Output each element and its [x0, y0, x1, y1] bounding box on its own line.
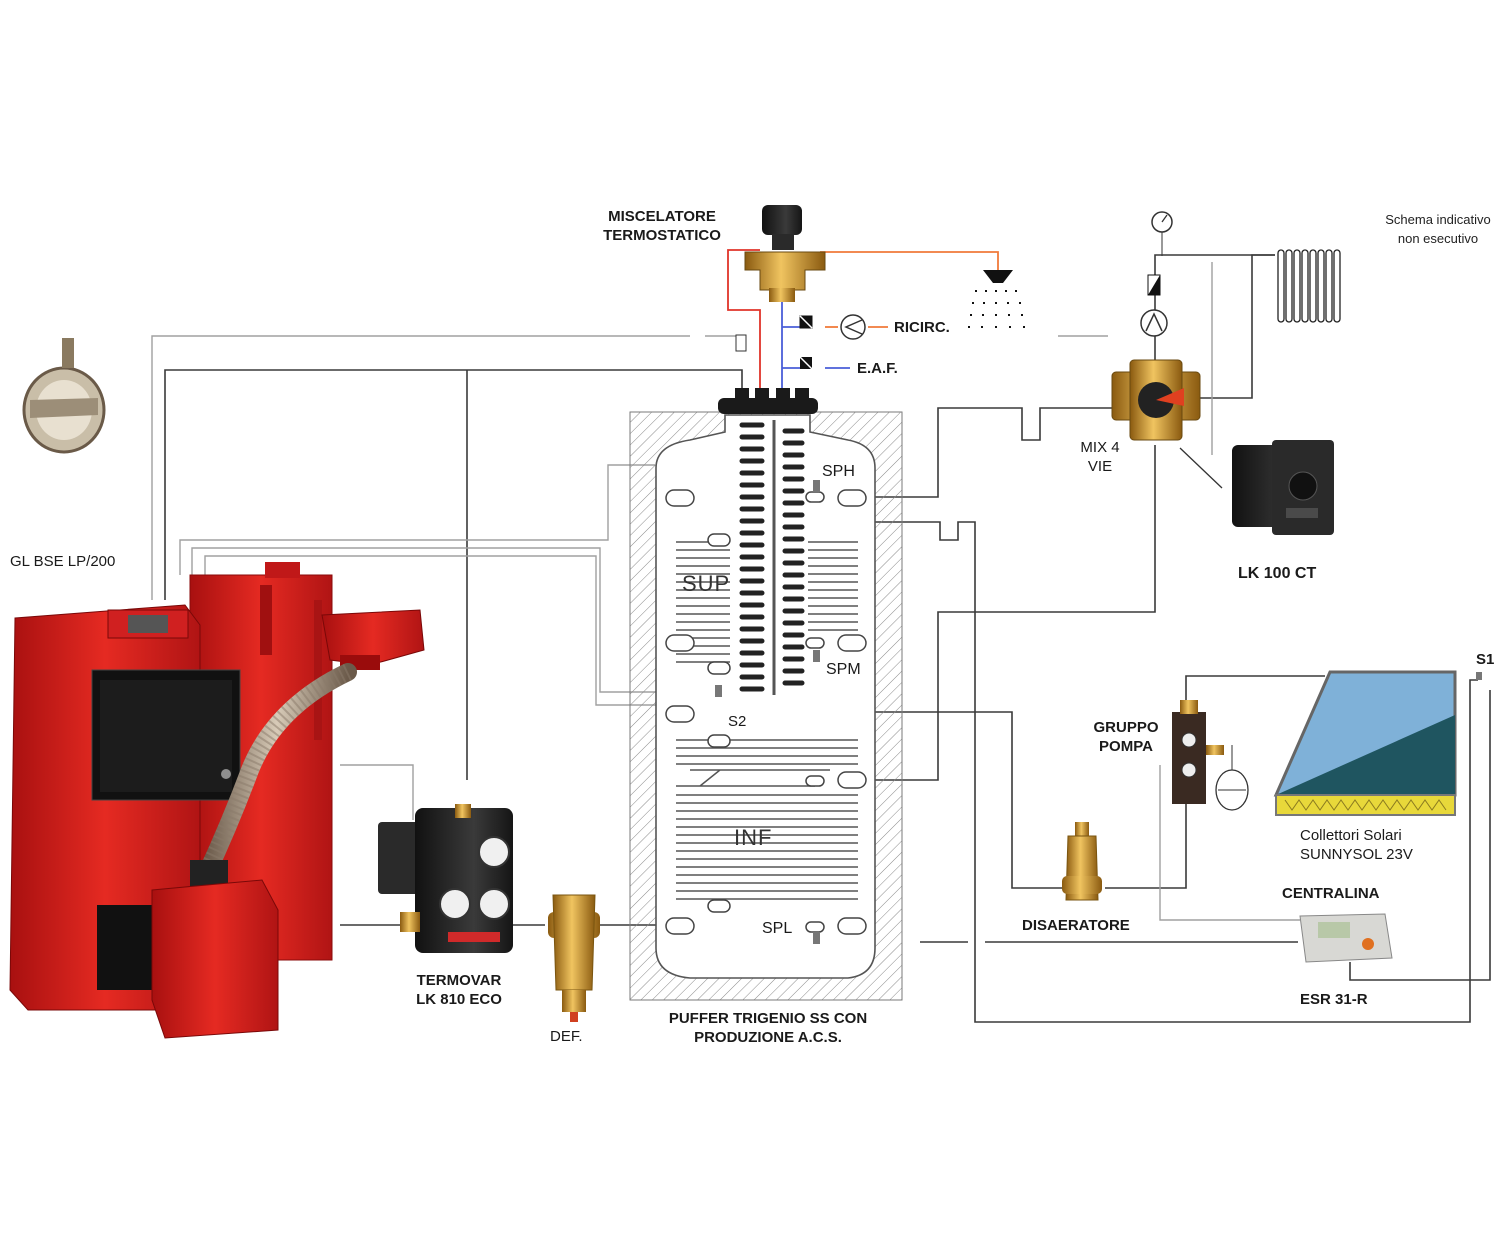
shower-icon [968, 270, 1025, 328]
defangatore [548, 894, 600, 1022]
disaeratore-label: DISAERATORE [1022, 917, 1130, 934]
mix4vie-line-2: VIE [1087, 458, 1113, 475]
gruppo-pompa [1172, 700, 1249, 811]
spl-label: SPL [762, 920, 793, 937]
centralina-esr31 [1299, 913, 1393, 963]
disclaimer-line-1: Schema indicativo [1385, 212, 1491, 227]
mix-4-vie-valve [1111, 359, 1201, 441]
termovar-line-1: TERMOVAR [416, 972, 502, 989]
gruppo-pompa-line-1: GRUPPO [1093, 719, 1159, 736]
solar-collector [1273, 670, 1482, 816]
lower-exchanger [676, 739, 858, 900]
dhw-coil [739, 422, 805, 692]
mix4vie-label: MIX 4 VIE [1065, 438, 1135, 476]
termovar-line-2: LK 810 ECO [416, 991, 502, 1008]
def-label: DEF. [550, 1028, 583, 1045]
disclaimer-line-2: non esecutivo [1397, 231, 1479, 246]
collettori-line-2: SUNNYSOL 23V [1300, 846, 1413, 863]
upper-exchanger [676, 541, 858, 663]
s2-label: S2 [728, 713, 747, 730]
lk-100-ct-actuator [1232, 440, 1334, 535]
s1-label: S1 [1476, 651, 1495, 668]
puffer-label: PUFFER TRIGENIO SS CON PRODUZIONE A.C.S. [640, 1009, 896, 1047]
puffer-line-1: PUFFER TRIGENIO SS CON [668, 1010, 868, 1027]
miscelatore-line-1: MISCELATORE [608, 208, 716, 225]
disclaimer-note: Schema indicativo non esecutivo [1370, 210, 1500, 248]
esr-label: ESR 31-R [1300, 991, 1368, 1008]
gruppo-pompa-line-2: POMPA [1099, 738, 1153, 755]
puffer-tank [629, 388, 903, 1001]
thermostatic-mixer [735, 205, 866, 370]
miscelatore-line-2: TERMOSTATICO [603, 227, 721, 244]
sph-label: SPH [822, 463, 855, 480]
spm-label: SPM [826, 661, 861, 678]
dhw-lines [727, 249, 999, 392]
piping [164, 254, 1491, 1023]
probe-sockets [715, 480, 820, 944]
gruppo-pompa-label: GRUPPO POMPA [1088, 718, 1164, 756]
collettori-line-1: Collettori Solari [1300, 827, 1402, 844]
tank-ports [665, 489, 867, 935]
flue-damper [22, 338, 106, 454]
boiler-label: GL BSE LP/200 [10, 553, 116, 570]
ricirc-label: RICIRC. [894, 319, 950, 336]
eaf-label: E.A.F. [857, 360, 898, 377]
radiator-icon [1277, 249, 1341, 323]
heating-circuit [1111, 211, 1341, 535]
lk100-label: LK 100 CT [1238, 565, 1317, 582]
sup-label: SUP [682, 571, 731, 596]
termovar-lk810 [378, 804, 513, 953]
inf-label: INF [734, 825, 773, 850]
control-wires [151, 262, 1300, 921]
collettori-label: Collettori Solari SUNNYSOL 23V [1300, 826, 1413, 864]
termovar-label: TERMOVAR LK 810 ECO [396, 971, 522, 1009]
pellet-burner [151, 609, 425, 1039]
mix4vie-line-1: MIX 4 [1080, 439, 1120, 456]
disaeratore-valve [1062, 822, 1102, 901]
miscelatore-label: MISCELATORE TERMOSTATICO [584, 207, 740, 245]
puffer-line-2: PRODUZIONE A.C.S. [694, 1029, 842, 1046]
centralina-label: CENTRALINA [1282, 885, 1380, 902]
